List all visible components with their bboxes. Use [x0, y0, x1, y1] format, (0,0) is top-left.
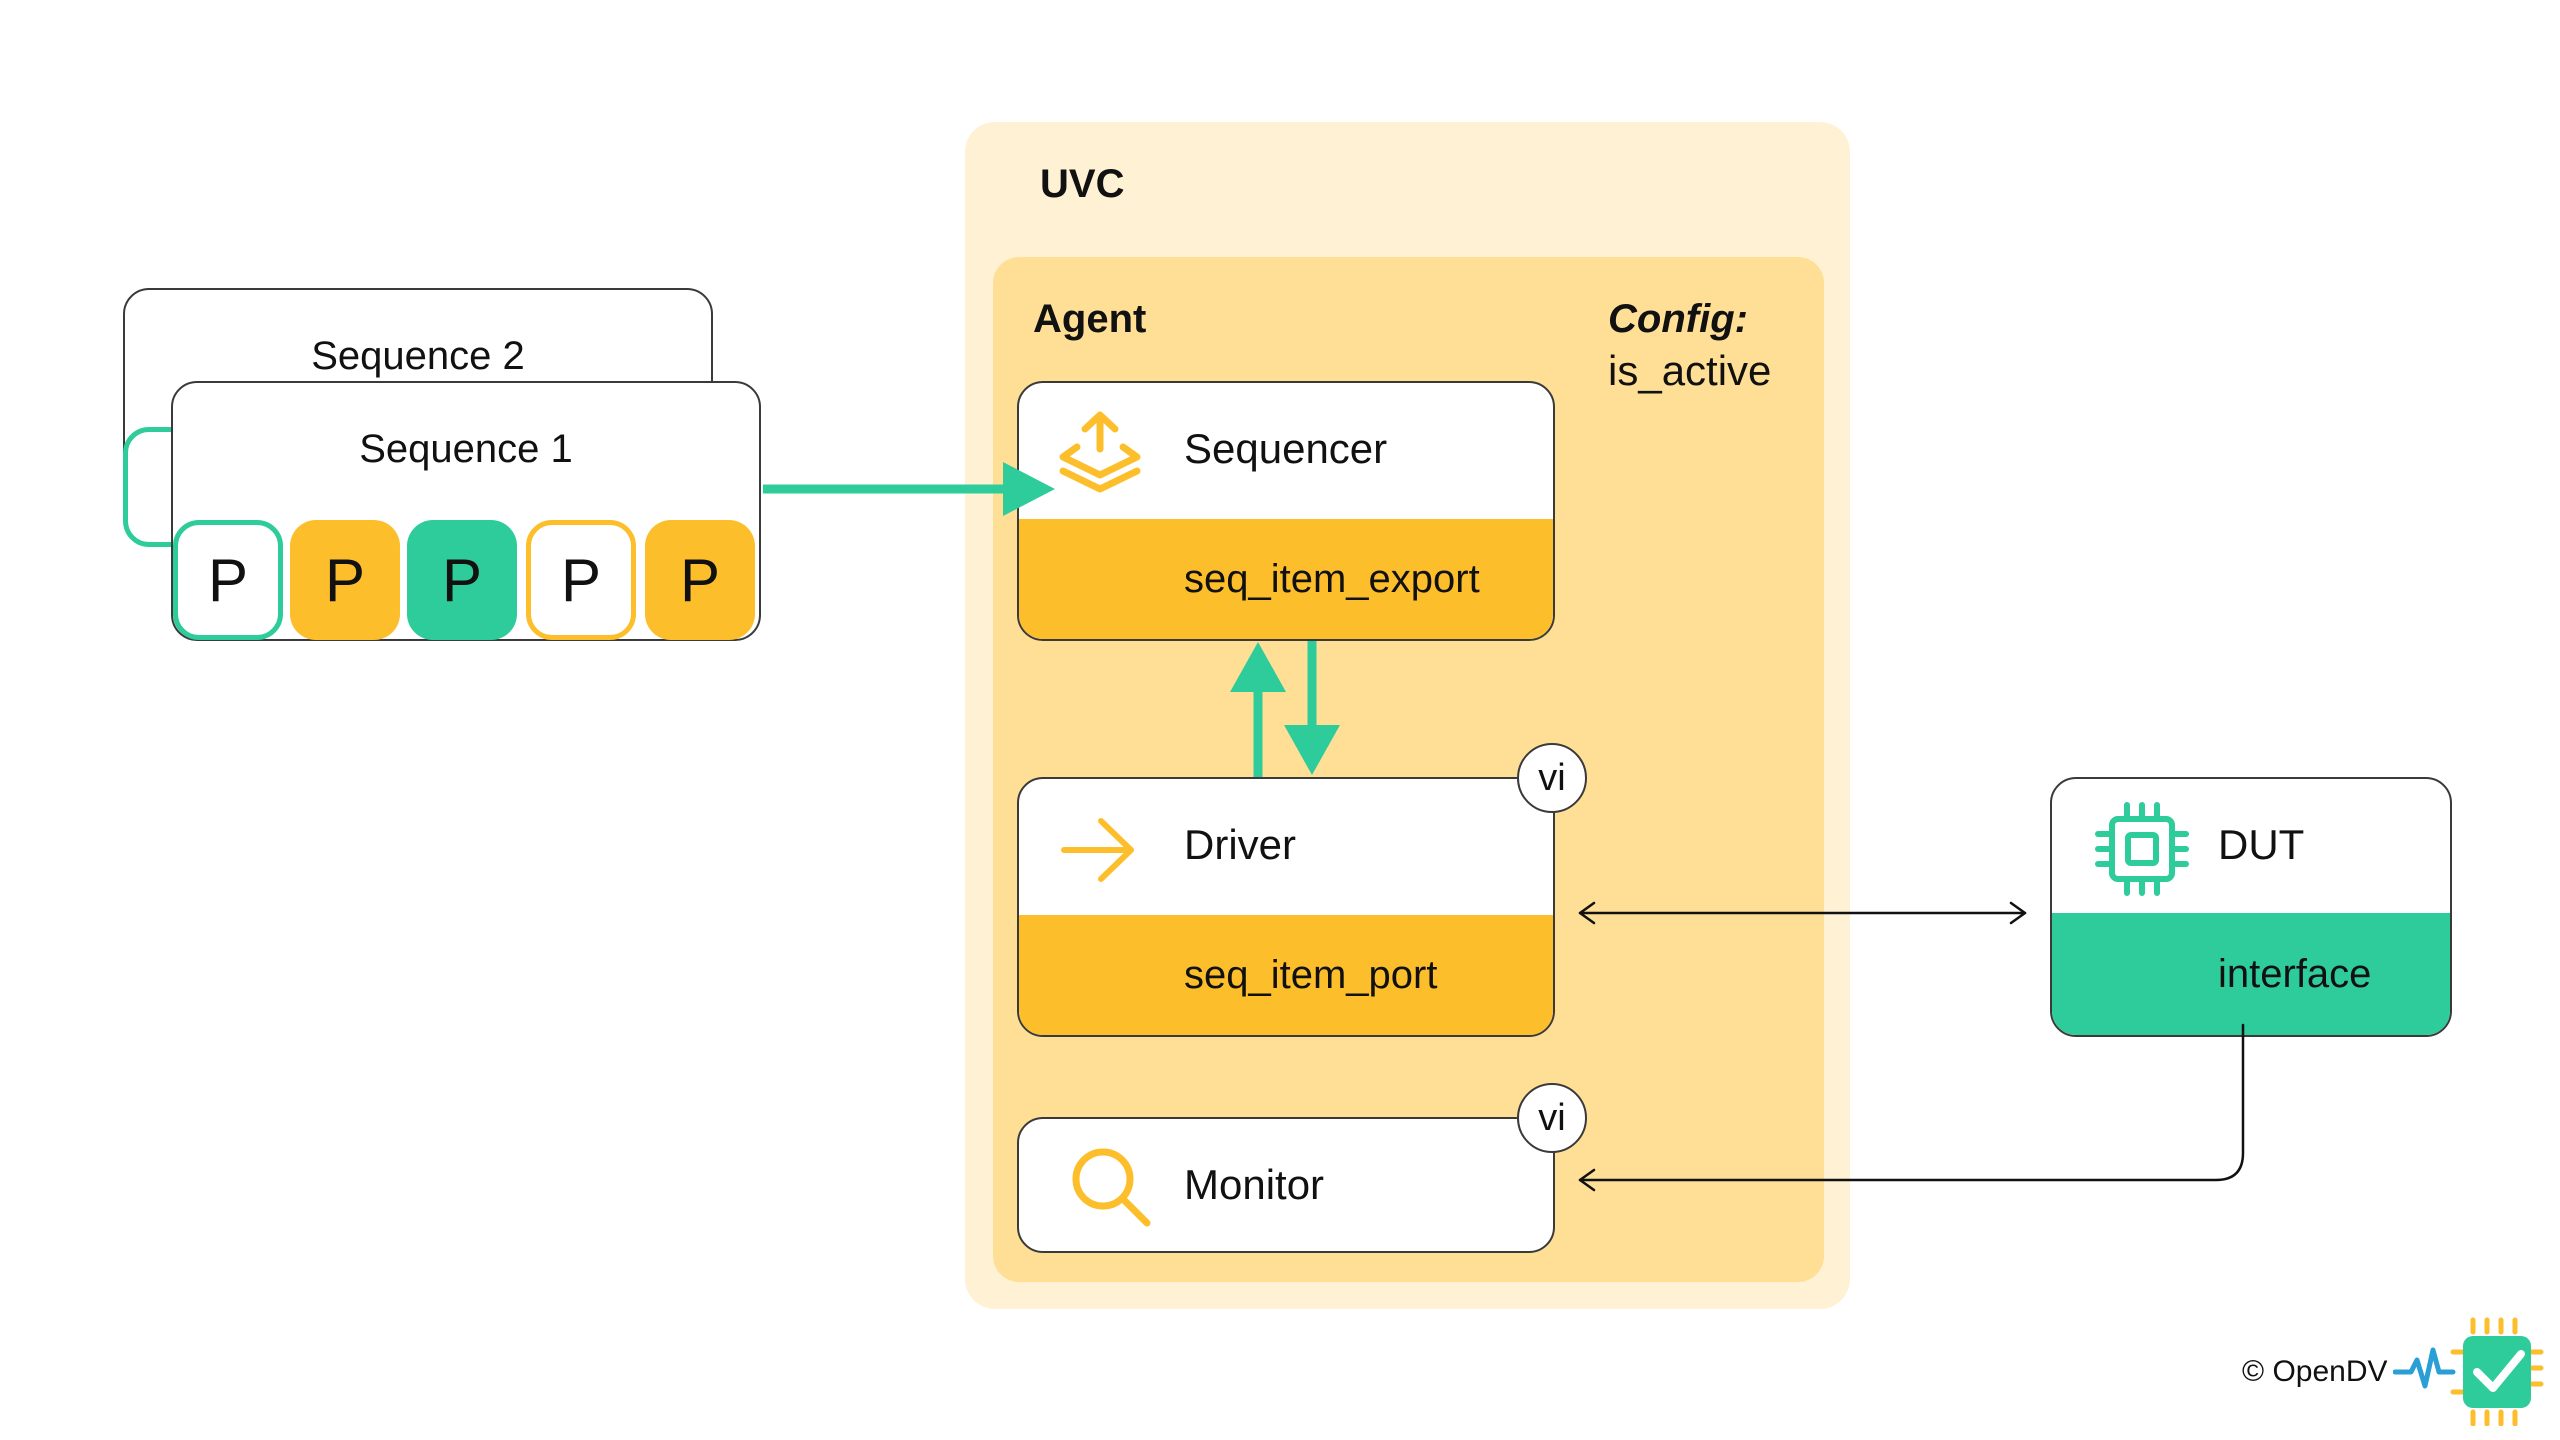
layers-upload-icon	[1059, 411, 1141, 493]
chip-icon	[2095, 802, 2189, 896]
seq-item-export-label: seq_item_export	[1184, 556, 1480, 601]
monitor-vi-badge: vi	[1517, 1083, 1587, 1153]
driver-card[interactable]: Driver seq_item_port	[1017, 777, 1555, 1037]
seq-item-port-label: seq_item_port	[1184, 952, 1438, 997]
monitor-card[interactable]: Monitor	[1017, 1117, 1555, 1253]
dut-interface-label: interface	[2218, 951, 2372, 996]
dut-title: DUT	[2218, 821, 2305, 868]
sequencer-to-driver-arrow	[1284, 641, 1340, 775]
sequence-2-title: Sequence 2	[311, 334, 525, 378]
monitor-title: Monitor	[1184, 1161, 1325, 1208]
sequence-item[interactable]: P	[526, 520, 636, 640]
driver-to-sequencer-arrow	[1230, 642, 1286, 777]
config-value: is_active	[1608, 347, 1772, 394]
sequence-1-title: Sequence 1	[359, 427, 573, 471]
arrow-right-icon	[1061, 818, 1134, 882]
dut-to-monitor-arrow	[1578, 1023, 2245, 1192]
sequence-item[interactable]: P	[173, 520, 283, 640]
dut-interface-port[interactable]: interface	[2052, 913, 2450, 1035]
sequence-item[interactable]: P	[645, 520, 755, 640]
agent-label: Agent	[1033, 297, 1147, 341]
copyright-text: © OpenDV	[2242, 1355, 2388, 1388]
sequencer-card[interactable]: Sequencer seq_item_export	[1017, 381, 1555, 641]
driver-vi-badge: vi	[1517, 743, 1587, 813]
sequence-item[interactable]: P	[290, 520, 400, 640]
uvc-label: UVC	[1040, 162, 1125, 206]
config-label: Config:	[1608, 297, 1748, 341]
dut-card[interactable]: DUT interface	[2050, 777, 2452, 1037]
sequence-item[interactable]: P	[407, 520, 517, 640]
driver-title: Driver	[1184, 821, 1296, 868]
sequence-to-sequencer-arrow	[763, 462, 1055, 516]
magnifier-icon	[1072, 1148, 1151, 1227]
seq-item-export-port[interactable]: seq_item_export	[1019, 519, 1553, 639]
seq-item-port[interactable]: seq_item_port	[1019, 915, 1553, 1035]
driver-dut-bidirectional-arrow	[1578, 901, 2027, 925]
opendv-logo-icon	[2393, 1317, 2544, 1426]
sequencer-title: Sequencer	[1184, 425, 1388, 472]
